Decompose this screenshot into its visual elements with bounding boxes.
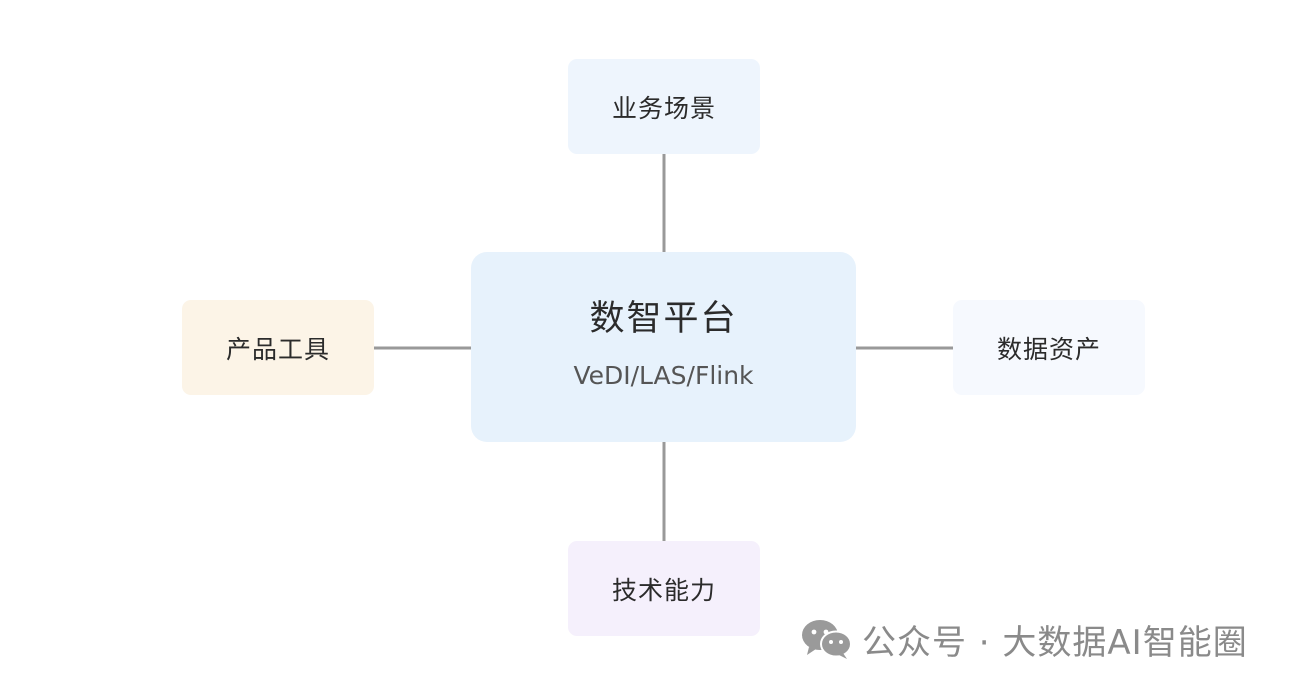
center-title: 数智平台 (589, 299, 738, 339)
node-business-scenarios: 业务场景 (568, 59, 760, 154)
node-label: 技术能力 (611, 575, 716, 605)
node-data-assets: 数据资产 (953, 300, 1145, 395)
center-node-platform: 数智平台 VeDI/LAS/Flink (471, 252, 856, 442)
node-label: 数据资产 (996, 334, 1101, 364)
wechat-icon (802, 620, 852, 659)
watermark: 公众号 · 大数据AI智能圈 (800, 614, 1248, 664)
watermark-text: 公众号 · 大数据AI智能圈 (862, 622, 1248, 663)
node-tech-capabilities: 技术能力 (568, 541, 760, 636)
node-product-tools: 产品工具 (182, 300, 374, 395)
node-label: 业务场景 (611, 93, 716, 123)
node-label: 产品工具 (225, 334, 330, 364)
center-subtitle: VeDI/LAS/Flink (573, 361, 754, 390)
